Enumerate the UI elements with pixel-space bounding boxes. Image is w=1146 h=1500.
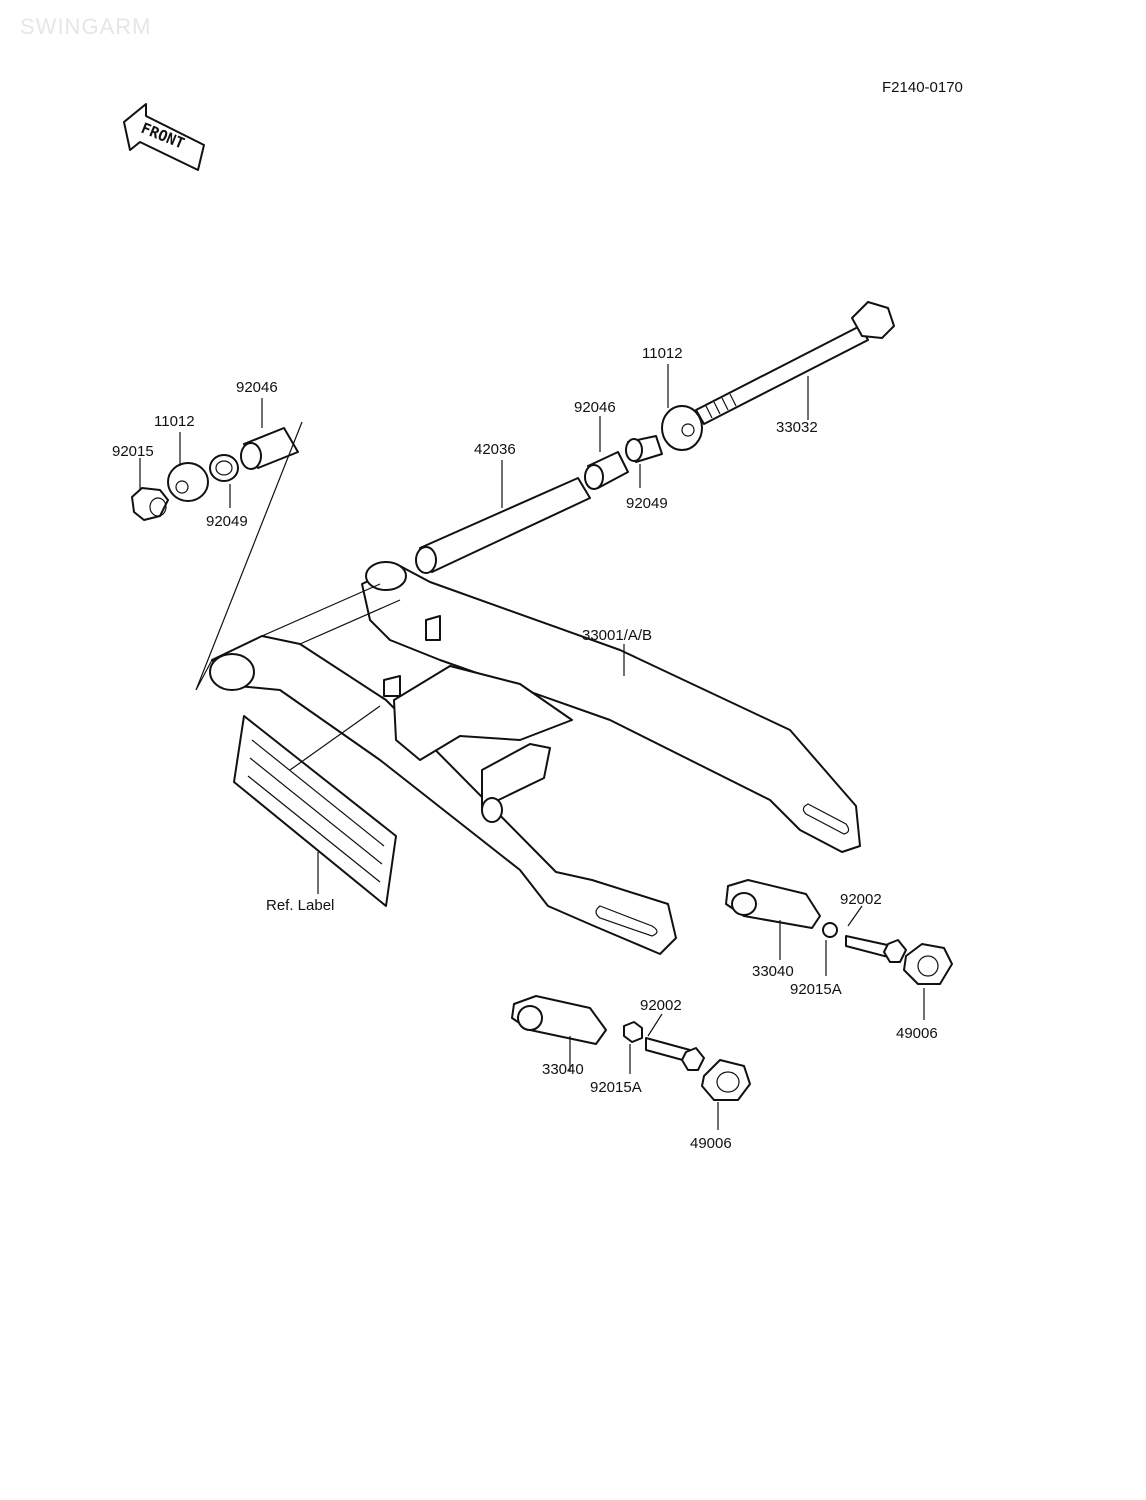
label-92015-left: 92015	[112, 443, 154, 460]
seal-92049-left	[209, 454, 239, 482]
front-arrow: FRONT	[123, 103, 205, 171]
label-49006-right: 49006	[896, 1025, 938, 1042]
right-pivot-hardware	[584, 301, 895, 490]
label-92046-left: 92046	[236, 379, 278, 396]
label-92002-left: 92002	[640, 997, 682, 1014]
label-92046-right: 92046	[574, 399, 616, 416]
swingarm-33001	[209, 561, 861, 955]
part-number-labels: 92046 11012 92015 92049 42036 92046 1101…	[112, 345, 938, 1152]
nut-92015	[131, 487, 169, 521]
label-92015A-right: 92015A	[790, 981, 842, 998]
chain-adjuster-left	[511, 995, 751, 1101]
washer-11012-left	[167, 462, 209, 502]
bearing-92046-right	[584, 451, 629, 490]
label-42036: 42036	[474, 441, 516, 458]
label-ref-label: Ref. Label	[266, 897, 334, 914]
label-11012-right: 11012	[642, 345, 683, 362]
seal-92049-right	[625, 435, 663, 463]
left-pivot-hardware	[131, 421, 303, 691]
label-92015A-left: 92015A	[590, 1079, 642, 1096]
label-11012-left: 11012	[154, 413, 195, 430]
watermark: SWINGARM	[20, 14, 152, 39]
label-92049-left: 92049	[206, 513, 248, 530]
washer-11012-right	[661, 405, 703, 451]
pivot-bolt-33032	[695, 301, 895, 425]
figure-code: F2140-0170	[882, 79, 963, 96]
ref-label-sticker	[233, 705, 397, 907]
label-92049-right: 92049	[626, 495, 668, 512]
label-33040-left: 33040	[542, 1061, 584, 1078]
bearing-92046-left	[240, 427, 299, 470]
label-33040-right: 33040	[752, 963, 794, 980]
label-49006-left: 49006	[690, 1135, 732, 1152]
leader-lines	[139, 364, 925, 1130]
label-33032: 33032	[776, 419, 818, 436]
chain-adjuster-right	[725, 879, 953, 985]
label-92002-right: 92002	[840, 891, 882, 908]
label-33001: 33001/A/B	[582, 627, 652, 644]
pivot-sleeve-42036	[415, 477, 591, 574]
